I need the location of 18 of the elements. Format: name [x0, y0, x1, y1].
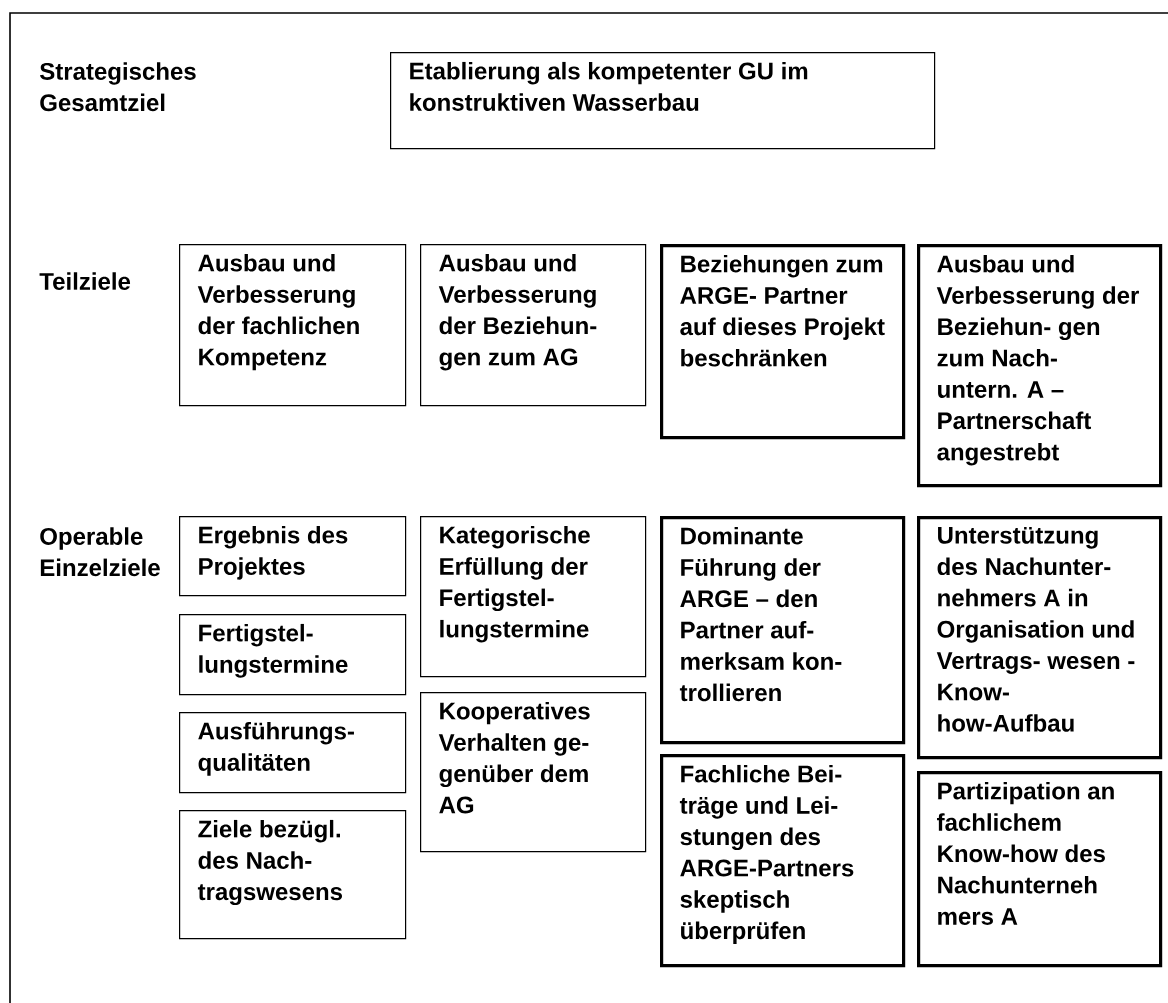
row-label: Strategisches Gesamtziel	[39, 62, 196, 112]
goal-box: Ausbau und Verbesserung der Beziehun- gen zum Nach- untern. A – Partnerschaft angestrebt	[917, 244, 1163, 488]
goal-box: Unterstützung des Nachunter- nehmers A in Organisation und Vertrags- wesen - Know- how-Aufbau	[917, 516, 1163, 760]
goal-box: Dominante Führung der ARGE – den Partner auf- merksam kon- trollieren	[660, 516, 906, 745]
row-label: Teilziele	[39, 272, 131, 290]
goal-box: Ziele bezügl. des Nach- tragswesens	[179, 810, 407, 940]
goal-box: Fachliche Bei- träge und Lei- stungen des ARGE-Partners skeptisch überprüfen	[660, 754, 906, 968]
row-label: Operable Einzelziele	[40, 527, 160, 577]
goal-box: Ergebnis des Projektes	[179, 516, 407, 597]
goal-box: Beziehungen zum ARGE- Partner auf dieses Projekt beschränken	[660, 244, 906, 440]
goal-box: Ausbau und Verbesserung der fachlichen Kompetenz	[179, 244, 407, 407]
goal-box: Etablierung als kompetenter GU im konstruktiven Wasserbau	[390, 52, 936, 150]
goal-box: Ausbau und Verbesserung der Beziehun- gen zum AG	[420, 244, 647, 407]
goal-box: Kooperatives Verhalten ge- genüber dem AG	[420, 692, 647, 853]
goal-box: Partizipation an fachlichem Know-how des Nachunterneh mers A	[917, 771, 1163, 968]
goal-box: Kategorische Erfüllung der Fertigstel- lungstermine	[420, 516, 647, 678]
goal-box: Fertigstel- lungstermine	[179, 614, 407, 696]
goal-box: Ausführungs- qualitäten	[179, 712, 407, 794]
